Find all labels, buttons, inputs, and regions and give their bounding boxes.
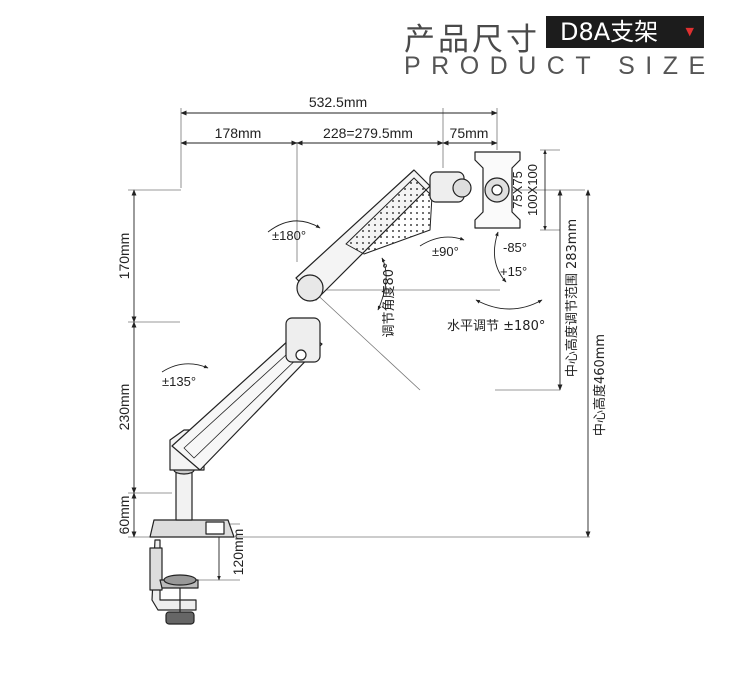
rotation-arcs — [161, 220, 543, 373]
dim-h-top: 170mm — [116, 233, 132, 280]
angle-tilt-down: +15° — [500, 264, 527, 279]
dim-clamp: 120mm — [230, 529, 246, 576]
model-badge: D8A支架 ▼ — [546, 16, 704, 48]
dim-height-range: 中心高度调节范围 283mm — [564, 219, 580, 377]
angle-swivel: 水平调节 ±180° — [447, 319, 545, 334]
angle-head-rotate: ±90° — [432, 244, 459, 259]
dim-h-mid: 230mm — [116, 384, 132, 431]
header: 产品尺寸 D8A支架 ▼ PRODUCT SIZE — [0, 0, 750, 90]
horizontal-dimensions — [180, 110, 498, 146]
angle-forearm-rotate: ±180° — [272, 228, 306, 243]
dim-h-base: 60mm — [116, 496, 132, 535]
dim-seg-left: 178mm — [215, 125, 262, 141]
model-label: D8A支架 — [560, 18, 659, 46]
monitor-arm-illustration — [149, 151, 521, 625]
dim-center-height: 中心高度460mm — [592, 334, 608, 436]
dim-seg-mid: 228=279.5mm — [323, 125, 413, 141]
title-en: PRODUCT SIZE — [404, 52, 716, 80]
title-cn: 产品尺寸 — [404, 22, 540, 58]
extension-lines — [128, 108, 590, 581]
triangle-down-icon: ▼ — [685, 25, 694, 38]
dim-vesa-b: 100X100 — [525, 164, 540, 216]
angle-arm-rotate: ±135° — [162, 374, 196, 389]
dim-seg-right: 75mm — [450, 125, 489, 141]
dim-vesa-a: 75X75 — [510, 171, 525, 209]
angle-tilt-up: -85° — [503, 240, 527, 255]
angle-elbow: 调节角度80° — [381, 262, 397, 337]
dim-total-width: 532.5mm — [309, 94, 367, 110]
vertical-dimensions-right — [543, 149, 591, 538]
